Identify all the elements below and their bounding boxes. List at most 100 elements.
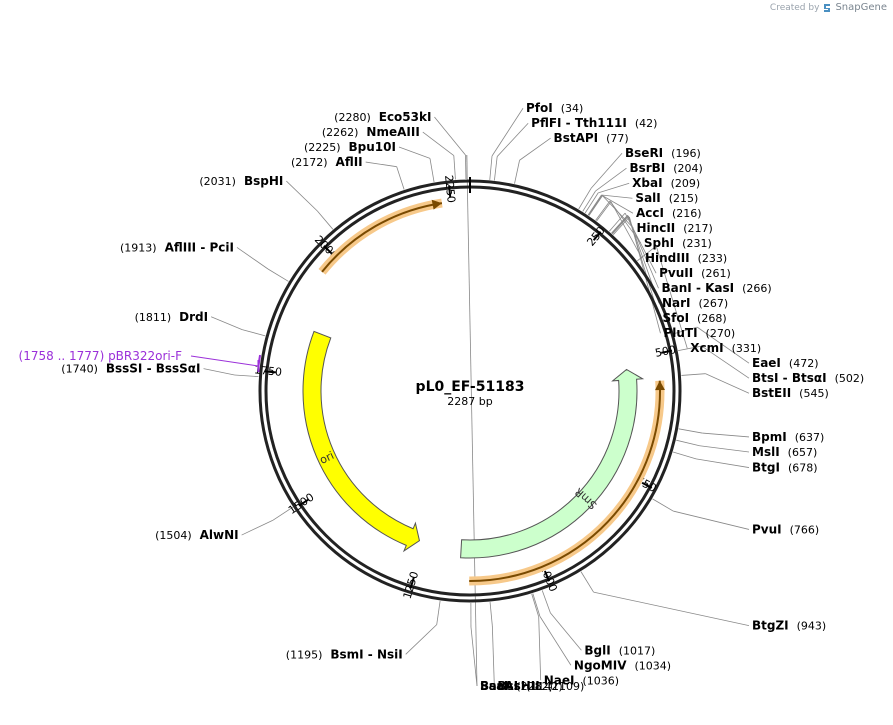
restriction-site[interactable]: (1195)BsmI - NsiI — [286, 647, 403, 661]
restriction-site[interactable]: (1504)AlwNI — [155, 528, 239, 542]
site-leader-outer — [701, 345, 750, 379]
restriction-site[interactable]: (2280)Eco53kI — [334, 110, 431, 124]
restriction-site[interactable]: PfoI(34) — [526, 101, 583, 115]
site-position: (1504) — [155, 529, 192, 542]
restriction-site[interactable]: BsaAI(1142) — [480, 679, 563, 693]
restriction-site[interactable]: (2172)AflII — [291, 155, 363, 169]
restriction-site[interactable]: HindIII(233) — [645, 251, 727, 265]
feature-smr[interactable]: SmR — [460, 368, 645, 559]
site-leader-outer — [210, 316, 243, 331]
restriction-site[interactable]: PvuII(261) — [659, 266, 731, 280]
restriction-site[interactable]: NaeI(1036) — [544, 673, 619, 687]
site-label: BstAPI(77) — [554, 131, 629, 145]
restriction-site[interactable]: XbaI(209) — [632, 176, 700, 190]
site-position: (637) — [795, 431, 825, 444]
orf-arc — [469, 380, 661, 583]
site-position: (42) — [635, 117, 658, 130]
primer-range: (1758 .. 1777) — [19, 349, 109, 363]
restriction-site[interactable]: BpmI(637) — [752, 430, 824, 444]
site-enzyme-name: NaeI — [544, 673, 575, 687]
primer-label: (1758 .. 1777) pBR322ori-F — [19, 349, 183, 363]
restriction-site[interactable]: (2225)Bpu10I — [304, 140, 396, 154]
site-leader-outer — [203, 368, 235, 376]
site-enzyme-name: DrdI — [179, 310, 208, 324]
site-label: SphI(231) — [644, 236, 712, 250]
restriction-site[interactable]: SfoI(268) — [662, 311, 726, 325]
site-enzyme-name: PfoI — [526, 101, 553, 115]
site-enzyme-name: SphI — [644, 236, 674, 250]
restriction-site[interactable]: BanI - KasI(266) — [662, 281, 772, 295]
site-enzyme-name: PflFI - Tth111I — [531, 116, 627, 130]
site-label: BtsI - BtsαI(502) — [752, 371, 864, 385]
site-enzyme-name: BtsI - BtsαI — [752, 371, 827, 385]
site-label: (2225)Bpu10I — [304, 140, 396, 154]
site-leader-inner — [429, 158, 435, 183]
restriction-site[interactable]: SacI(2282) — [480, 679, 553, 693]
restriction-site[interactable]: BstAPI(77) — [554, 131, 629, 145]
restriction-site[interactable]: (1913)AflIII - PciI — [120, 240, 234, 254]
restriction-site[interactable]: BtgZI(943) — [752, 619, 826, 633]
site-enzyme-name: SfoI — [662, 311, 689, 325]
site-leader-inner — [584, 192, 599, 214]
plasmid-length: 2287 bp — [447, 395, 492, 408]
restriction-site[interactable]: BstEII(545) — [752, 386, 829, 400]
site-label: BssHII(1109) — [497, 679, 584, 693]
site-leader-outer — [601, 195, 634, 214]
restriction-site[interactable]: PluTI(270) — [663, 326, 735, 340]
site-leader-outer — [470, 626, 478, 687]
restriction-site[interactable]: SalI(215) — [635, 191, 698, 205]
created-by-text: Created by — [769, 2, 820, 13]
restriction-site[interactable]: (2031)BspHI — [199, 174, 283, 188]
site-label: BtgI(678) — [752, 461, 818, 475]
site-leader-inner — [587, 194, 602, 216]
restriction-site[interactable]: XcmI(331) — [690, 341, 761, 355]
tick-mark — [298, 498, 309, 507]
site-leader-outer — [673, 510, 750, 530]
restriction-site[interactable]: PvuI(766) — [752, 522, 819, 536]
restriction-site[interactable]: BtsI - BtsαI(502) — [752, 371, 864, 385]
feature-ori[interactable]: ori — [302, 330, 421, 553]
restriction-site[interactable]: NarI(267) — [662, 296, 728, 310]
site-position: (2262) — [322, 126, 359, 139]
site-leader-outer — [466, 155, 478, 687]
primer-leader-line — [190, 355, 259, 367]
restriction-site[interactable]: BglI(1017) — [584, 643, 655, 657]
tick-label: 1500 — [286, 491, 316, 517]
site-enzyme-name: BanI - KasI — [662, 281, 735, 295]
restriction-site[interactable]: MslI(657) — [752, 445, 817, 459]
site-enzyme-name: NmeAIII — [366, 125, 419, 139]
site-position: (1195) — [286, 648, 323, 661]
site-enzyme-name: AccI — [636, 206, 664, 220]
site-label: SalI(215) — [635, 191, 698, 205]
site-leader-outer — [593, 591, 750, 626]
tick-mark — [264, 370, 276, 374]
site-label: HincII(217) — [637, 221, 713, 235]
site-leader-outer — [699, 445, 750, 453]
restriction-site[interactable]: AccI(216) — [636, 206, 702, 220]
restriction-site[interactable]: (1740)BssSI - BssSαI — [61, 362, 200, 376]
restriction-site[interactable]: SphI(231) — [644, 236, 712, 250]
restriction-site[interactable]: BsrBI(204) — [629, 161, 702, 175]
site-position: (678) — [788, 462, 818, 475]
restriction-site[interactable]: NgoMIV(1034) — [574, 658, 671, 672]
site-position: (1142) — [526, 680, 563, 693]
site-position: (196) — [671, 147, 701, 160]
restriction-site[interactable]: BtgI(678) — [752, 461, 818, 475]
primer-pbr322ori-f[interactable]: (1758 .. 1777) pBR322ori-F — [19, 349, 262, 373]
restriction-site[interactable]: EaeI(472) — [752, 356, 819, 370]
restriction-site[interactable]: (1811)DrdI — [135, 310, 209, 324]
feature-arrows: SmR ori — [302, 330, 645, 559]
restriction-site[interactable]: BssHII(1109) — [497, 679, 584, 693]
feature-label: ori — [318, 449, 336, 467]
restriction-site[interactable]: PflFI - Tth111I (42) — [531, 116, 657, 130]
restriction-site[interactable]: HincII(217) — [637, 221, 713, 235]
restriction-site[interactable]: BseRI(196) — [625, 146, 701, 160]
site-enzyme-name: BspHI — [244, 174, 283, 188]
site-position: (204) — [673, 162, 703, 175]
site-position: (2225) — [304, 141, 341, 154]
site-position: (2172) — [291, 156, 328, 169]
center-label: pL0_EF-51183 2287 bp — [416, 379, 525, 408]
site-leader-inner — [436, 600, 441, 625]
restriction-site[interactable]: (2262) NmeAIII — [322, 125, 420, 139]
site-label: (1195)BsmI - NsiI — [286, 647, 403, 661]
